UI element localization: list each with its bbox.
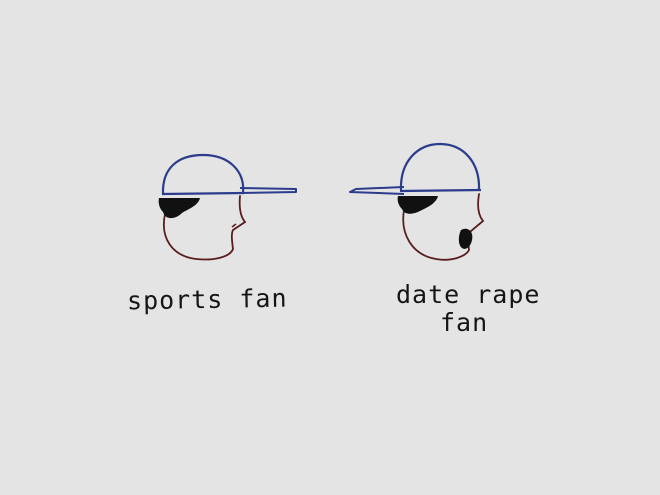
sports-fan-caption: sports fan: [126, 283, 288, 316]
sports-fan-cap-band: [161, 191, 245, 196]
date-rape-fan-figure: [349, 142, 485, 261]
sports-fan-hair: [158, 198, 200, 219]
date-rape-fan-beard: [458, 228, 473, 249]
date-rape-fan-cap-crown: [399, 142, 481, 192]
date-rape-fan-cap-brim: [349, 186, 405, 195]
date-rape-fan-caption-line-2: fan: [440, 308, 489, 337]
date-rape-fan-caption-line-1: date rape: [396, 280, 541, 309]
sports-fan-figure: [158, 153, 297, 261]
date-rape-fan-hair: [397, 196, 438, 214]
sports-fan-ear: [231, 223, 237, 228]
sports-fan-face: [163, 195, 247, 261]
sports-fan-cap-crown: [161, 153, 245, 196]
date-rape-fan-face: [402, 193, 485, 261]
date-rape-fan-cap-band: [399, 188, 482, 193]
sports-fan-cap-brim: [239, 187, 297, 194]
